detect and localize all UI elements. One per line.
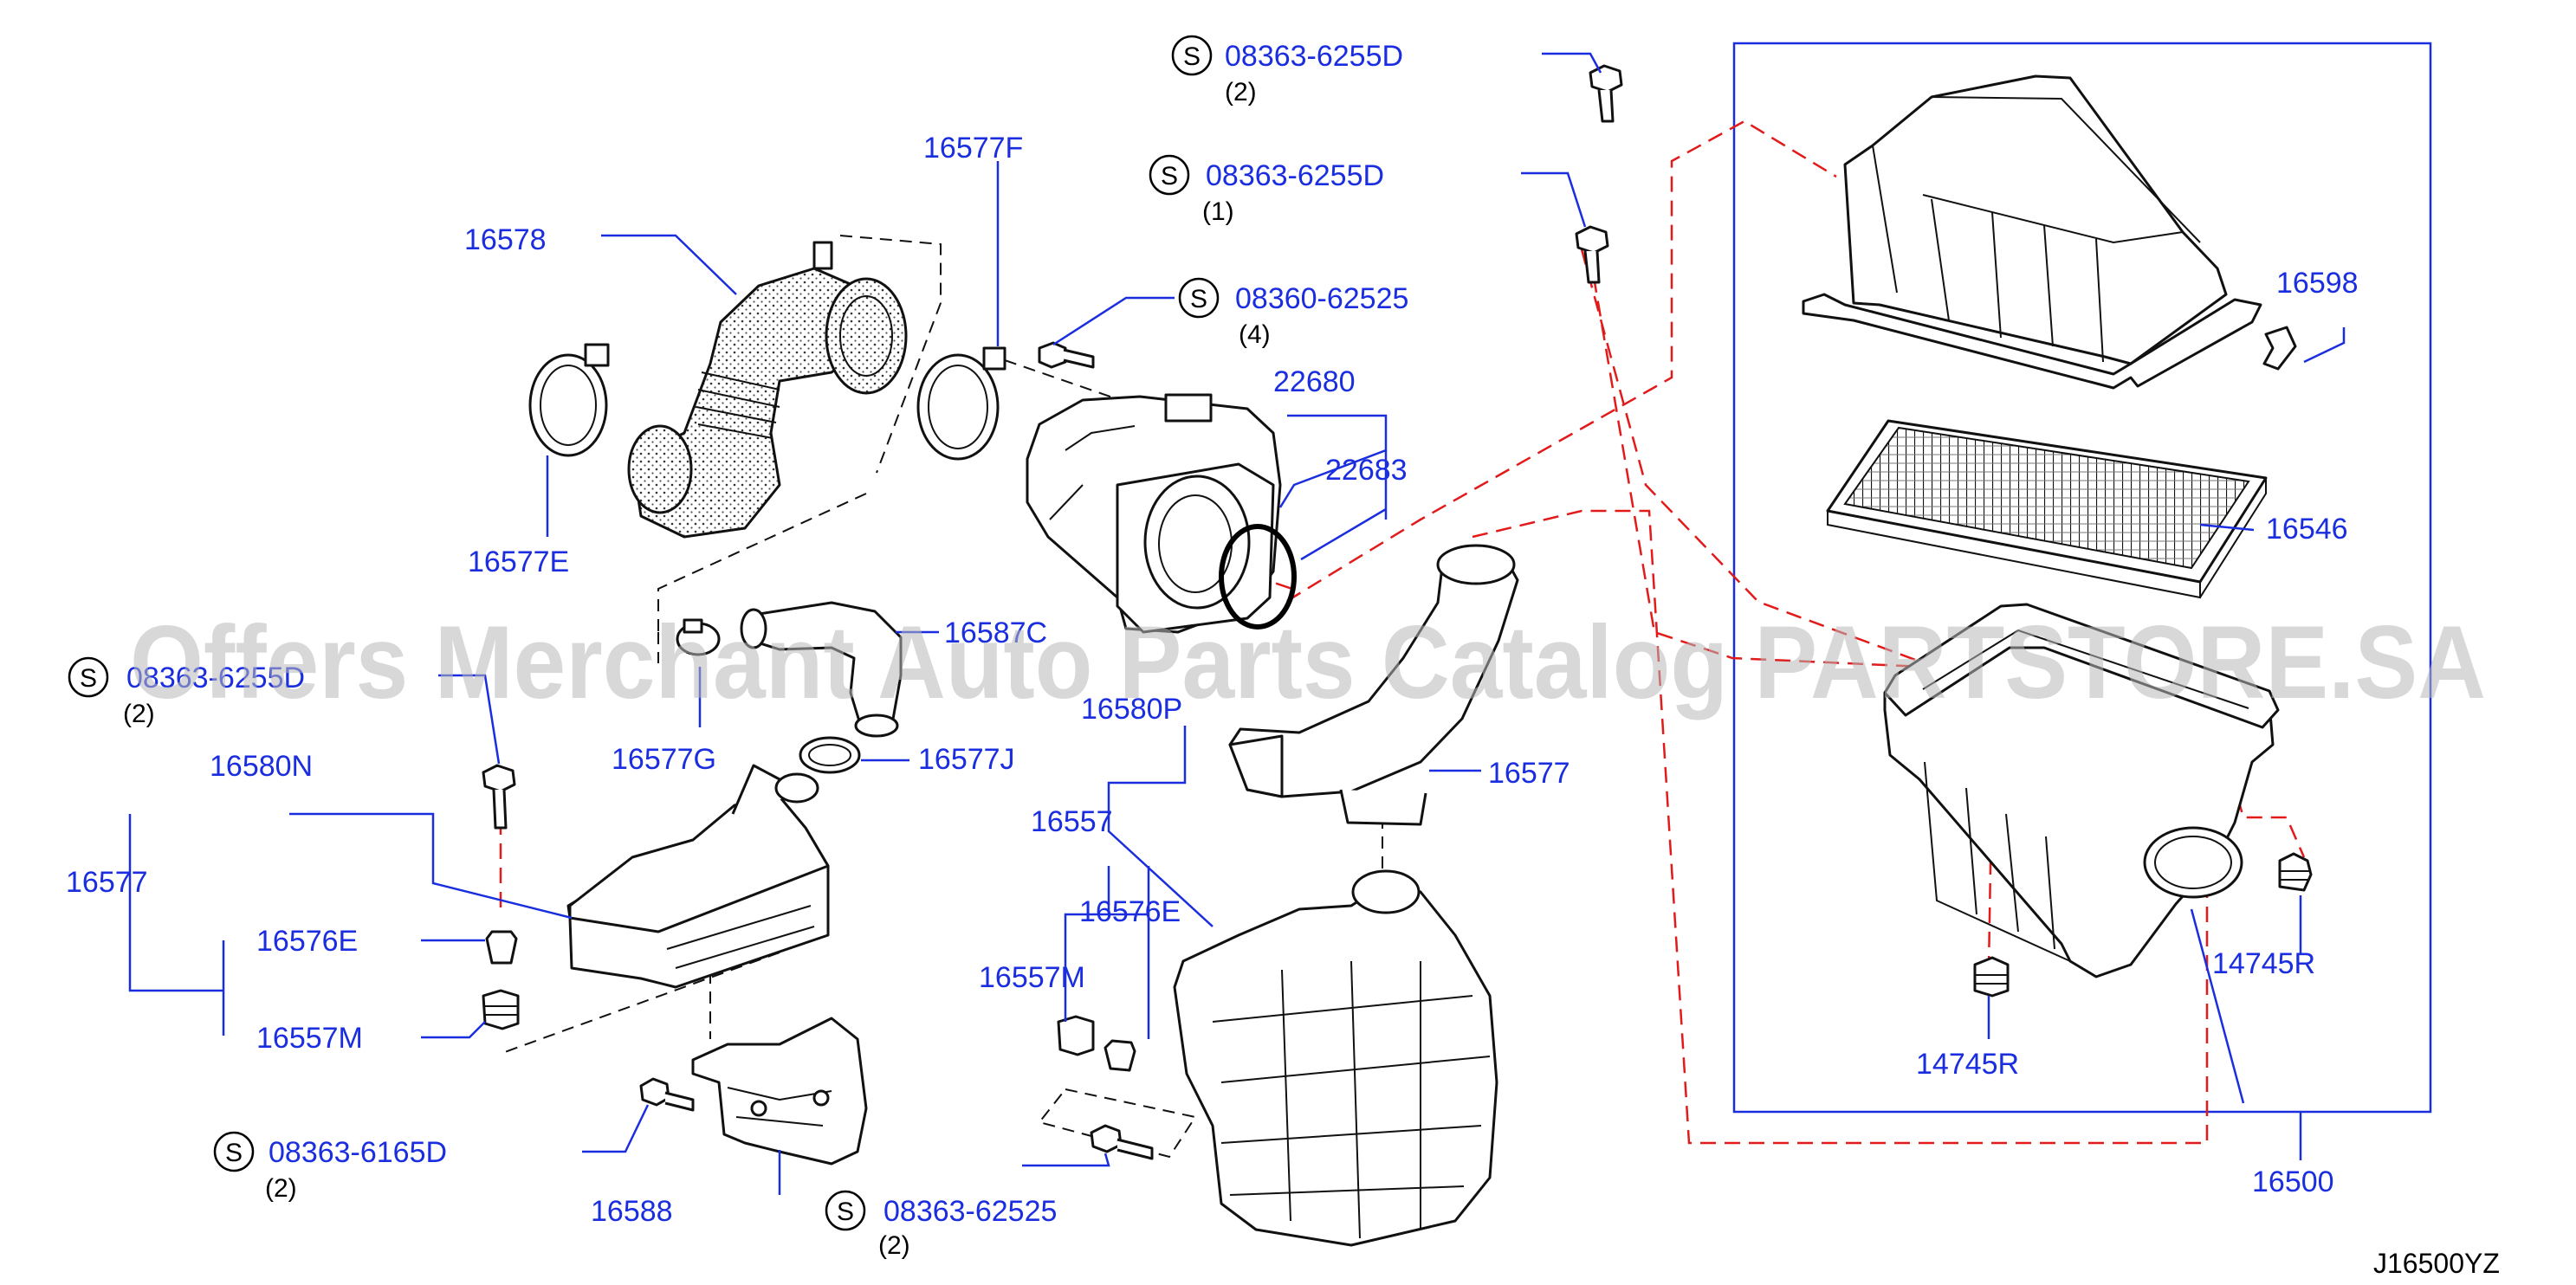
leader-lines [128, 52, 2346, 1195]
part-number-label: 08360-62525 [1235, 282, 1408, 315]
clamp-16577G [676, 618, 721, 656]
part-number-label: 16577J [918, 743, 1015, 776]
grommet-14745R-bottom [1973, 956, 2010, 998]
screw-symbol-icon: S [213, 1131, 255, 1172]
bracket-16588 [691, 1017, 868, 1166]
bolt-08360-62525 [1038, 341, 1095, 369]
air-cleaner-upper-cover [1802, 74, 2262, 390]
quantity-label: (1) [1202, 197, 1234, 226]
bolt-08363-62525 [1090, 1124, 1154, 1160]
part-number-label: 16588 [591, 1195, 673, 1228]
collar-16576E-mid [1104, 1039, 1136, 1072]
svg-text:S: S [1183, 42, 1201, 71]
black-dashed-lines [502, 235, 1383, 1159]
quantity-label: (2) [1225, 78, 1257, 107]
quantity-label: (2) [878, 1231, 910, 1260]
resonator-16557 [1173, 869, 1498, 1247]
part-number-labels: 08363-6255D (2) 08363-6255D (1) 08360-62… [66, 40, 2359, 1260]
screw-symbols: S S S S S S [68, 35, 1220, 1231]
bolt-08363-6255D-second [1575, 225, 1609, 284]
air-filter-element [1826, 419, 2268, 599]
part-number-label: 16580P [1081, 693, 1182, 726]
grommet-16557M-left [482, 989, 520, 1030]
part-number-label: 16577 [66, 866, 148, 899]
gasket-oring-22683 [1219, 524, 1297, 630]
part-number-label: 14745R [2212, 947, 2315, 980]
part-number-label: 16577 [1488, 757, 1570, 790]
part-number-label: 16557M [256, 1022, 363, 1055]
screw-symbol-icon: S [68, 656, 109, 698]
svg-text:S: S [225, 1139, 243, 1167]
bolt-08363-6165D [639, 1077, 695, 1112]
part-number-label: 08363-6165D [269, 1136, 447, 1169]
part-number-label: 08363-6255D [126, 662, 305, 694]
part-number-label: 14745R [1916, 1048, 2019, 1081]
part-number-label: 16576E [256, 925, 358, 958]
bolt-08363-6255D-top [1589, 64, 1623, 123]
part-number-label: 16557M [979, 961, 1085, 994]
part-number-label: 16500 [2252, 1166, 2334, 1198]
part-number-label: 16577G [612, 743, 716, 776]
air-cleaner-lower-case [1883, 603, 2280, 978]
hose-16587C [740, 601, 903, 738]
quantity-label: (4) [1239, 320, 1271, 349]
part-number-label: 22680 [1273, 365, 1356, 398]
screw-symbol-icon: S [1178, 277, 1220, 319]
collar-16576E-left [485, 930, 518, 965]
part-number-label: 16578 [464, 223, 547, 256]
screw-symbol-icon: S [825, 1190, 866, 1231]
part-number-label: 16576E [1079, 895, 1181, 928]
throttle-body [1026, 393, 1282, 634]
resonator-16580N [566, 764, 830, 989]
quantity-label: (2) [123, 700, 155, 728]
clamp-16577E [528, 343, 610, 457]
part-number-label: 16557 [1031, 805, 1113, 838]
intake-duct-16578 [627, 241, 908, 539]
part-number-label: 16580N [210, 750, 313, 783]
svg-text:S: S [837, 1198, 854, 1226]
catalog-code: J16500YZ [2373, 1248, 2500, 1279]
clamp-16577F [916, 346, 1006, 461]
grommet-16557M-mid [1057, 1015, 1095, 1056]
part-number-label: 08363-62525 [883, 1195, 1057, 1228]
screw-symbol-icon: S [1171, 35, 1213, 76]
svg-text:S: S [1161, 162, 1178, 190]
clip-16598 [2262, 326, 2297, 371]
part-number-label: 16577F [923, 132, 1023, 165]
svg-text:S: S [80, 664, 97, 693]
svg-text:S: S [1190, 285, 1207, 313]
clamp-16577J [799, 736, 861, 774]
quantity-label: (2) [265, 1174, 297, 1203]
grommet-14745R-right [2278, 852, 2313, 892]
part-number-label: 22683 [1325, 454, 1408, 487]
part-number-label: 16598 [2276, 267, 2359, 300]
watermark: Offers Merchant Auto Parts Catalog PARTS… [130, 604, 2486, 720]
part-number-label: 08363-6255D [1225, 40, 1403, 73]
screw-symbol-icon: S [1149, 154, 1190, 196]
air-duct-upper [1228, 544, 1519, 826]
part-number-label: 16546 [2266, 513, 2348, 546]
part-number-label: 08363-6255D [1206, 159, 1384, 192]
part-number-label: 16577E [468, 546, 569, 578]
bolt-08363-6255D-left [482, 764, 516, 830]
part-number-label: 16587C [944, 617, 1047, 649]
